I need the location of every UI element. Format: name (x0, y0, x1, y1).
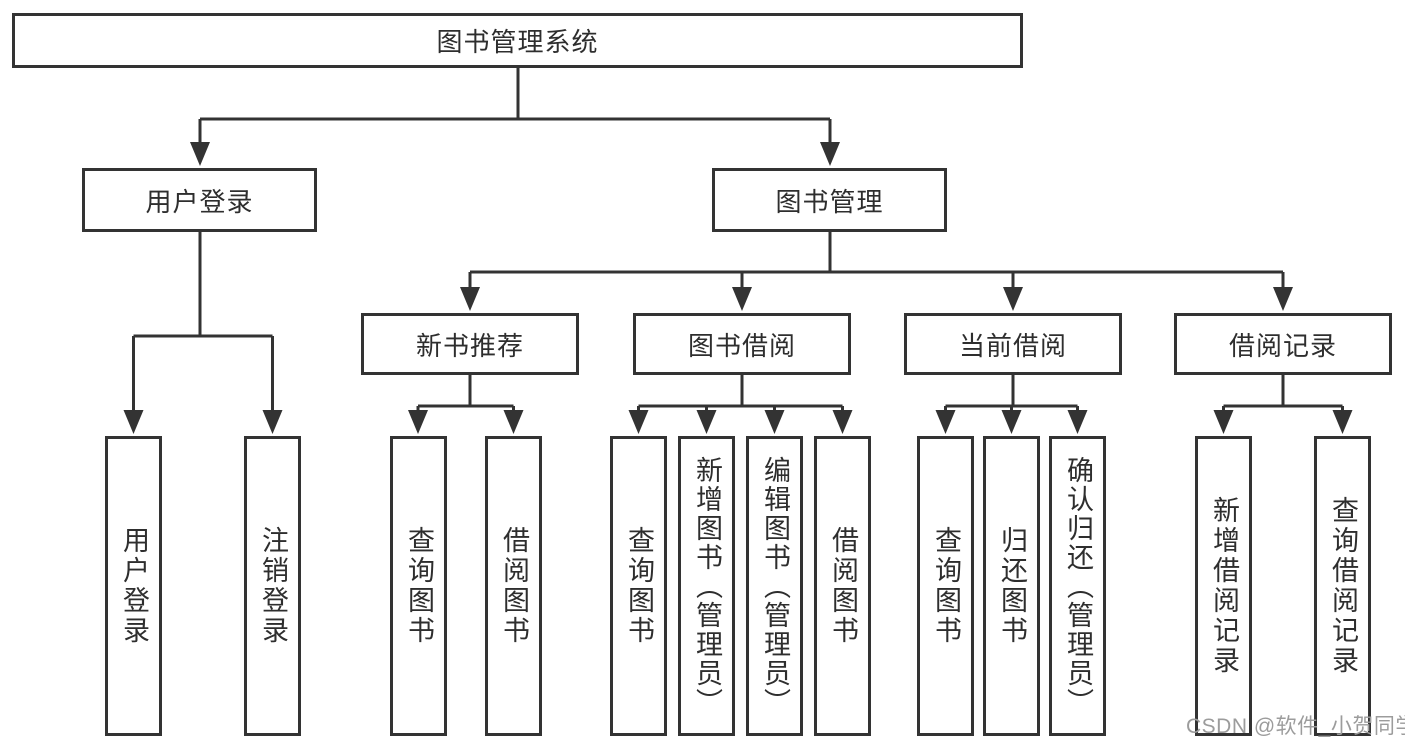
node-book-management: 图书管理 (712, 168, 947, 232)
arrowhead-leaf-user-login (123, 410, 144, 434)
node-label: 借阅图书 (499, 526, 529, 646)
leaf-query-borrow-record: 查询借阅记录 (1314, 436, 1371, 736)
connector-new-book-recommend-children (408, 375, 524, 434)
node-label: 新增图书（管理员） (692, 455, 722, 717)
node-user-login: 用户登录 (82, 168, 317, 232)
node-library-management-system: 图书管理系统 (12, 13, 1023, 68)
node-label: 用户登录 (119, 526, 149, 646)
node-label: 查询图书 (624, 526, 654, 646)
node-label: 确认归还（管理员） (1063, 455, 1093, 717)
node-label: 借阅图书 (828, 526, 858, 646)
node-label: 图书借阅 (687, 330, 796, 361)
node-label: 查询借阅记录 (1328, 496, 1358, 676)
node-borrow-records: 借阅记录 (1174, 313, 1392, 375)
connector-root-to-level2 (190, 68, 840, 166)
connector-user-login-children (123, 232, 283, 434)
leaf-return-books: 归还图书 (983, 436, 1040, 736)
connector-book-borrow-children (628, 375, 853, 434)
arrowhead-leaf-logout (262, 410, 283, 434)
node-label: 注销登录 (258, 526, 288, 646)
node-book-borrow: 图书借阅 (633, 313, 851, 375)
node-label: 归还图书 (997, 526, 1027, 646)
node-label: 新书推荐 (415, 330, 524, 361)
node-new-book-recommend: 新书推荐 (361, 313, 579, 375)
node-label: 借阅记录 (1228, 330, 1337, 361)
node-label: 查询图书 (931, 526, 961, 646)
connector-borrow-records-children (1213, 375, 1353, 434)
node-label: 查询图书 (404, 526, 434, 646)
arrowhead-user-login (190, 142, 210, 166)
leaf-confirm-return-admin: 确认归还（管理员） (1049, 436, 1106, 736)
node-label: 编辑图书（管理员） (760, 455, 790, 717)
leaf-edit-books-admin: 编辑图书（管理员） (746, 436, 803, 736)
connector-book-management-children (460, 232, 1293, 311)
node-current-borrow: 当前借阅 (904, 313, 1122, 375)
leaf-user-login: 用户登录 (105, 436, 162, 736)
leaf-recommend-query-books: 查询图书 (390, 436, 447, 736)
arrowhead-current-borrow (1003, 287, 1023, 311)
arrowhead-book-management (820, 142, 840, 166)
node-label: 当前借阅 (958, 330, 1067, 361)
leaf-add-books-admin: 新增图书（管理员） (678, 436, 735, 736)
node-label: 图书管理系统 (436, 27, 599, 57)
leaf-add-borrow-record: 新增借阅记录 (1195, 436, 1252, 736)
leaf-current-query-books: 查询图书 (917, 436, 974, 736)
node-label: 图书管理 (775, 186, 884, 217)
connector-current-borrow-children (935, 375, 1088, 434)
node-label: 用户登录 (145, 186, 254, 217)
arrowhead-book-borrow (732, 287, 752, 311)
leaf-borrow-query-books: 查询图书 (610, 436, 667, 736)
leaf-logout: 注销登录 (244, 436, 301, 736)
arrowhead-new-book-recommend (460, 287, 480, 311)
node-label: 新增借阅记录 (1209, 496, 1239, 676)
leaf-recommend-borrow-books: 借阅图书 (485, 436, 542, 736)
csdn-watermark: CSDN @软件_小贺同学 (1186, 715, 1405, 738)
leaf-borrow-books: 借阅图书 (814, 436, 871, 736)
arrowhead-borrow-records (1273, 287, 1293, 311)
